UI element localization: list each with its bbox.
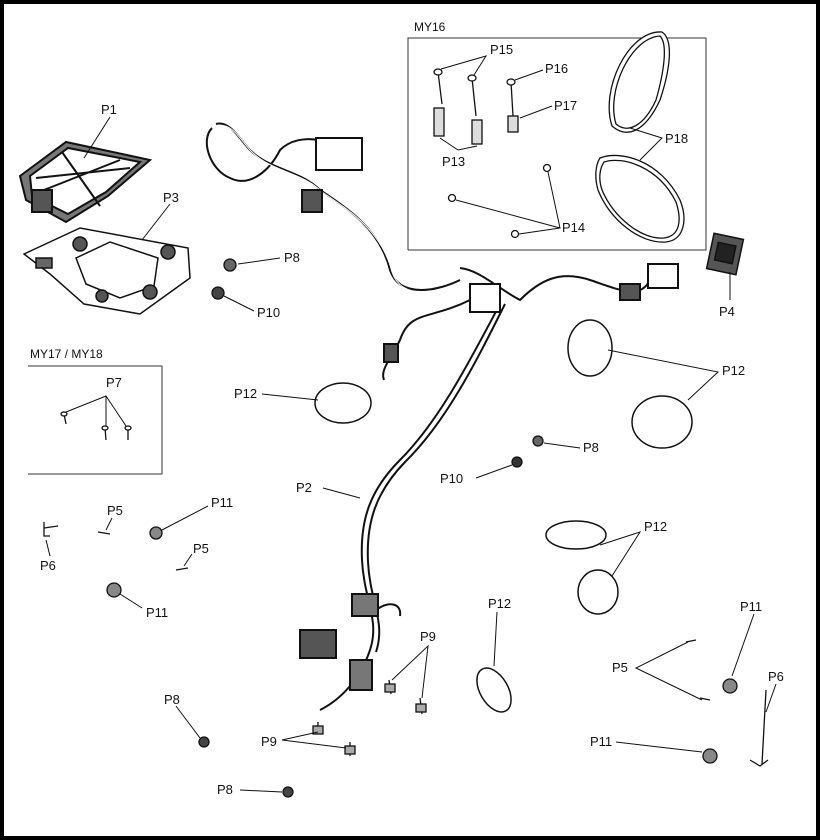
- label-p4: P4: [719, 304, 735, 319]
- my16-box: [407, 37, 707, 251]
- label-p1: P1: [101, 102, 117, 117]
- label-p11-left-a: P11: [211, 495, 233, 510]
- label-p7: P7: [106, 375, 122, 390]
- label-p11-left-b: P11: [146, 605, 168, 620]
- label-p10-upper: P10: [257, 305, 280, 320]
- my17-my18-label: MY17 / MY18: [30, 347, 103, 361]
- label-p12-right: P12: [722, 363, 745, 378]
- label-p8-middle: P8: [583, 440, 599, 455]
- label-p10-middle: P10: [440, 471, 463, 486]
- label-p12-left: P12: [234, 386, 257, 401]
- label-p8-upper: P8: [284, 250, 300, 265]
- label-p6-right: P6: [768, 669, 784, 684]
- label-p14: P14: [562, 220, 585, 235]
- label-p11-right-b: P11: [590, 734, 612, 749]
- connector-part: [705, 232, 745, 276]
- screw-parts-p7: [60, 411, 132, 441]
- label-p8-lower-a: P8: [164, 692, 180, 707]
- label-p2: P2: [296, 480, 312, 495]
- small-hardware-right: [685, 639, 769, 767]
- my16-label: MY16: [414, 20, 446, 34]
- label-p12-mid: P12: [644, 519, 667, 534]
- label-p18: P18: [665, 131, 688, 146]
- label-p15: P15: [490, 42, 513, 57]
- small-hardware-left: [43, 522, 189, 598]
- nut-parts-lower: [198, 736, 294, 798]
- label-p9-upper: P9: [420, 629, 436, 644]
- label-p12-lower: P12: [488, 596, 511, 611]
- control-module-part: [18, 140, 153, 224]
- my16-hardware: [433, 31, 685, 243]
- my17-my18-box: [28, 365, 163, 475]
- nut-parts-middle: [511, 435, 544, 468]
- label-p9-lower: P9: [261, 734, 277, 749]
- nut-parts-upper: [211, 258, 237, 300]
- label-p8-lower-b: P8: [217, 782, 233, 797]
- label-p5-left-a: P5: [107, 503, 123, 518]
- label-p5-right: P5: [612, 660, 628, 675]
- label-p16: P16: [545, 61, 568, 76]
- label-p3: P3: [163, 190, 179, 205]
- label-p5-left-b: P5: [193, 541, 209, 556]
- label-p6-left: P6: [40, 558, 56, 573]
- hose-clamp-parts: [314, 319, 693, 713]
- wiring-harness-part: [205, 122, 679, 711]
- label-p13: P13: [442, 154, 465, 169]
- label-p11-right-a: P11: [740, 599, 762, 614]
- label-p17: P17: [554, 98, 577, 113]
- bracket-plate-part: [22, 227, 191, 315]
